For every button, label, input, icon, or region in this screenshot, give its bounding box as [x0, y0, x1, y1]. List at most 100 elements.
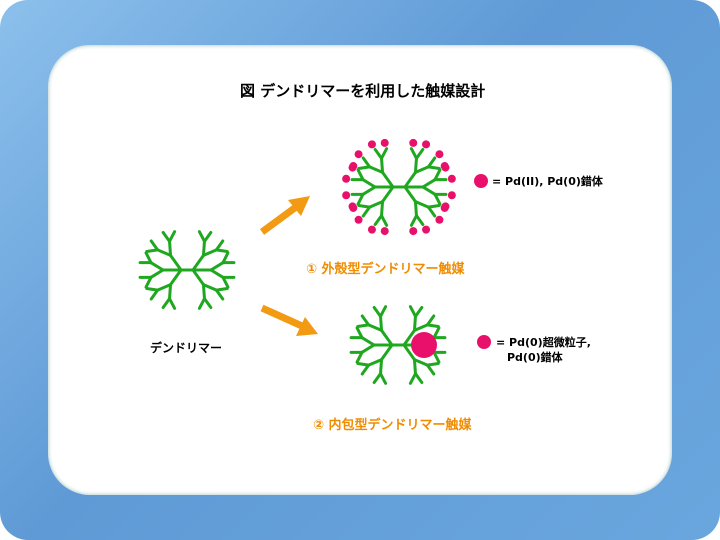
branch: [421, 185, 437, 196]
branch: [202, 230, 213, 243]
branch: [356, 323, 371, 329]
metal-dot: [380, 138, 389, 147]
branch: [145, 248, 160, 254]
branch: [201, 248, 218, 257]
branch: [373, 214, 384, 227]
branch: [202, 297, 213, 310]
branch: [372, 305, 383, 318]
metal-dot: [422, 225, 431, 234]
branch: [408, 305, 417, 318]
branch: [425, 323, 440, 329]
pd-nanoparticle: [411, 332, 437, 358]
branch: [361, 205, 372, 218]
branch: [168, 283, 173, 301]
branch: [426, 205, 437, 218]
branch: [201, 283, 218, 292]
branch: [403, 170, 417, 189]
branch: [433, 168, 442, 182]
branch: [214, 288, 225, 301]
branch: [379, 358, 384, 376]
branch: [201, 239, 206, 257]
branch: [360, 363, 371, 376]
branch: [381, 170, 395, 189]
branch: [413, 165, 430, 174]
metal-dot: [435, 150, 444, 159]
branch: [413, 305, 424, 318]
branch: [156, 283, 173, 292]
branch: [412, 314, 417, 332]
branch: [381, 185, 395, 204]
branch: [433, 192, 442, 206]
branch: [379, 305, 388, 318]
branch: [361, 185, 377, 196]
branch: [367, 358, 384, 367]
branch: [360, 343, 376, 354]
branch: [214, 239, 225, 252]
branch: [412, 323, 429, 332]
branch: [360, 314, 371, 327]
branch: [356, 361, 371, 367]
branch: [149, 261, 165, 272]
legend-encapsulated-1: = Pd(0)超微粒子,: [496, 336, 591, 349]
branch: [221, 275, 230, 289]
legend-encapsulated-2: Pd(0)錯体: [507, 351, 563, 364]
branch: [421, 178, 437, 189]
branch: [373, 147, 384, 160]
branch: [221, 251, 230, 265]
branch: [356, 168, 365, 182]
branch: [191, 268, 205, 287]
branch: [214, 286, 229, 292]
branch: [355, 350, 364, 364]
arrow-to-encapsulated: [260, 304, 318, 336]
branch: [403, 185, 417, 204]
metal-dot: [380, 227, 389, 236]
branch: [380, 343, 394, 362]
metal-dot: [441, 202, 450, 211]
branch: [380, 147, 389, 160]
metal-dot: [348, 163, 357, 172]
branch: [209, 261, 225, 272]
branch: [355, 326, 364, 340]
dendrimer-encapsulated-type: [349, 305, 447, 385]
branch: [149, 268, 165, 279]
branch: [426, 203, 441, 209]
branch: [379, 314, 384, 332]
encapsulated-catalyst-caption: ② 内包型デンドリマー触媒: [313, 418, 472, 433]
branch: [379, 372, 388, 385]
metal-dot: [422, 140, 431, 149]
metal-dot: [447, 174, 456, 183]
branch: [168, 239, 173, 257]
branch: [161, 230, 172, 243]
legend-dot-1: [474, 174, 488, 188]
branch: [368, 200, 385, 209]
branch: [169, 268, 183, 287]
metal-dot: [367, 140, 376, 149]
branch: [426, 156, 437, 169]
metal-dot: [354, 215, 363, 224]
branch: [357, 203, 372, 209]
branch: [409, 147, 418, 160]
branch: [361, 156, 372, 169]
branch: [168, 230, 177, 243]
metal-dot: [348, 202, 357, 211]
shell-catalyst-caption: ① 外殻型デンドリマー触媒: [306, 262, 465, 277]
branch: [144, 275, 153, 289]
legend-dot-2: [477, 335, 491, 349]
branch: [414, 214, 425, 227]
branch: [357, 165, 372, 171]
branch: [197, 297, 206, 310]
branch: [144, 251, 153, 265]
branch: [413, 156, 418, 174]
white-panel: [48, 45, 672, 495]
metal-dot: [441, 163, 450, 172]
branch: [414, 147, 425, 160]
metal-dot: [367, 225, 376, 234]
arrow-to-shell: [259, 196, 310, 235]
branch: [402, 343, 416, 362]
dendrimer-plain: [138, 230, 236, 310]
branch: [149, 288, 160, 301]
branch: [380, 156, 385, 174]
branch: [191, 253, 205, 272]
branch: [426, 165, 441, 171]
